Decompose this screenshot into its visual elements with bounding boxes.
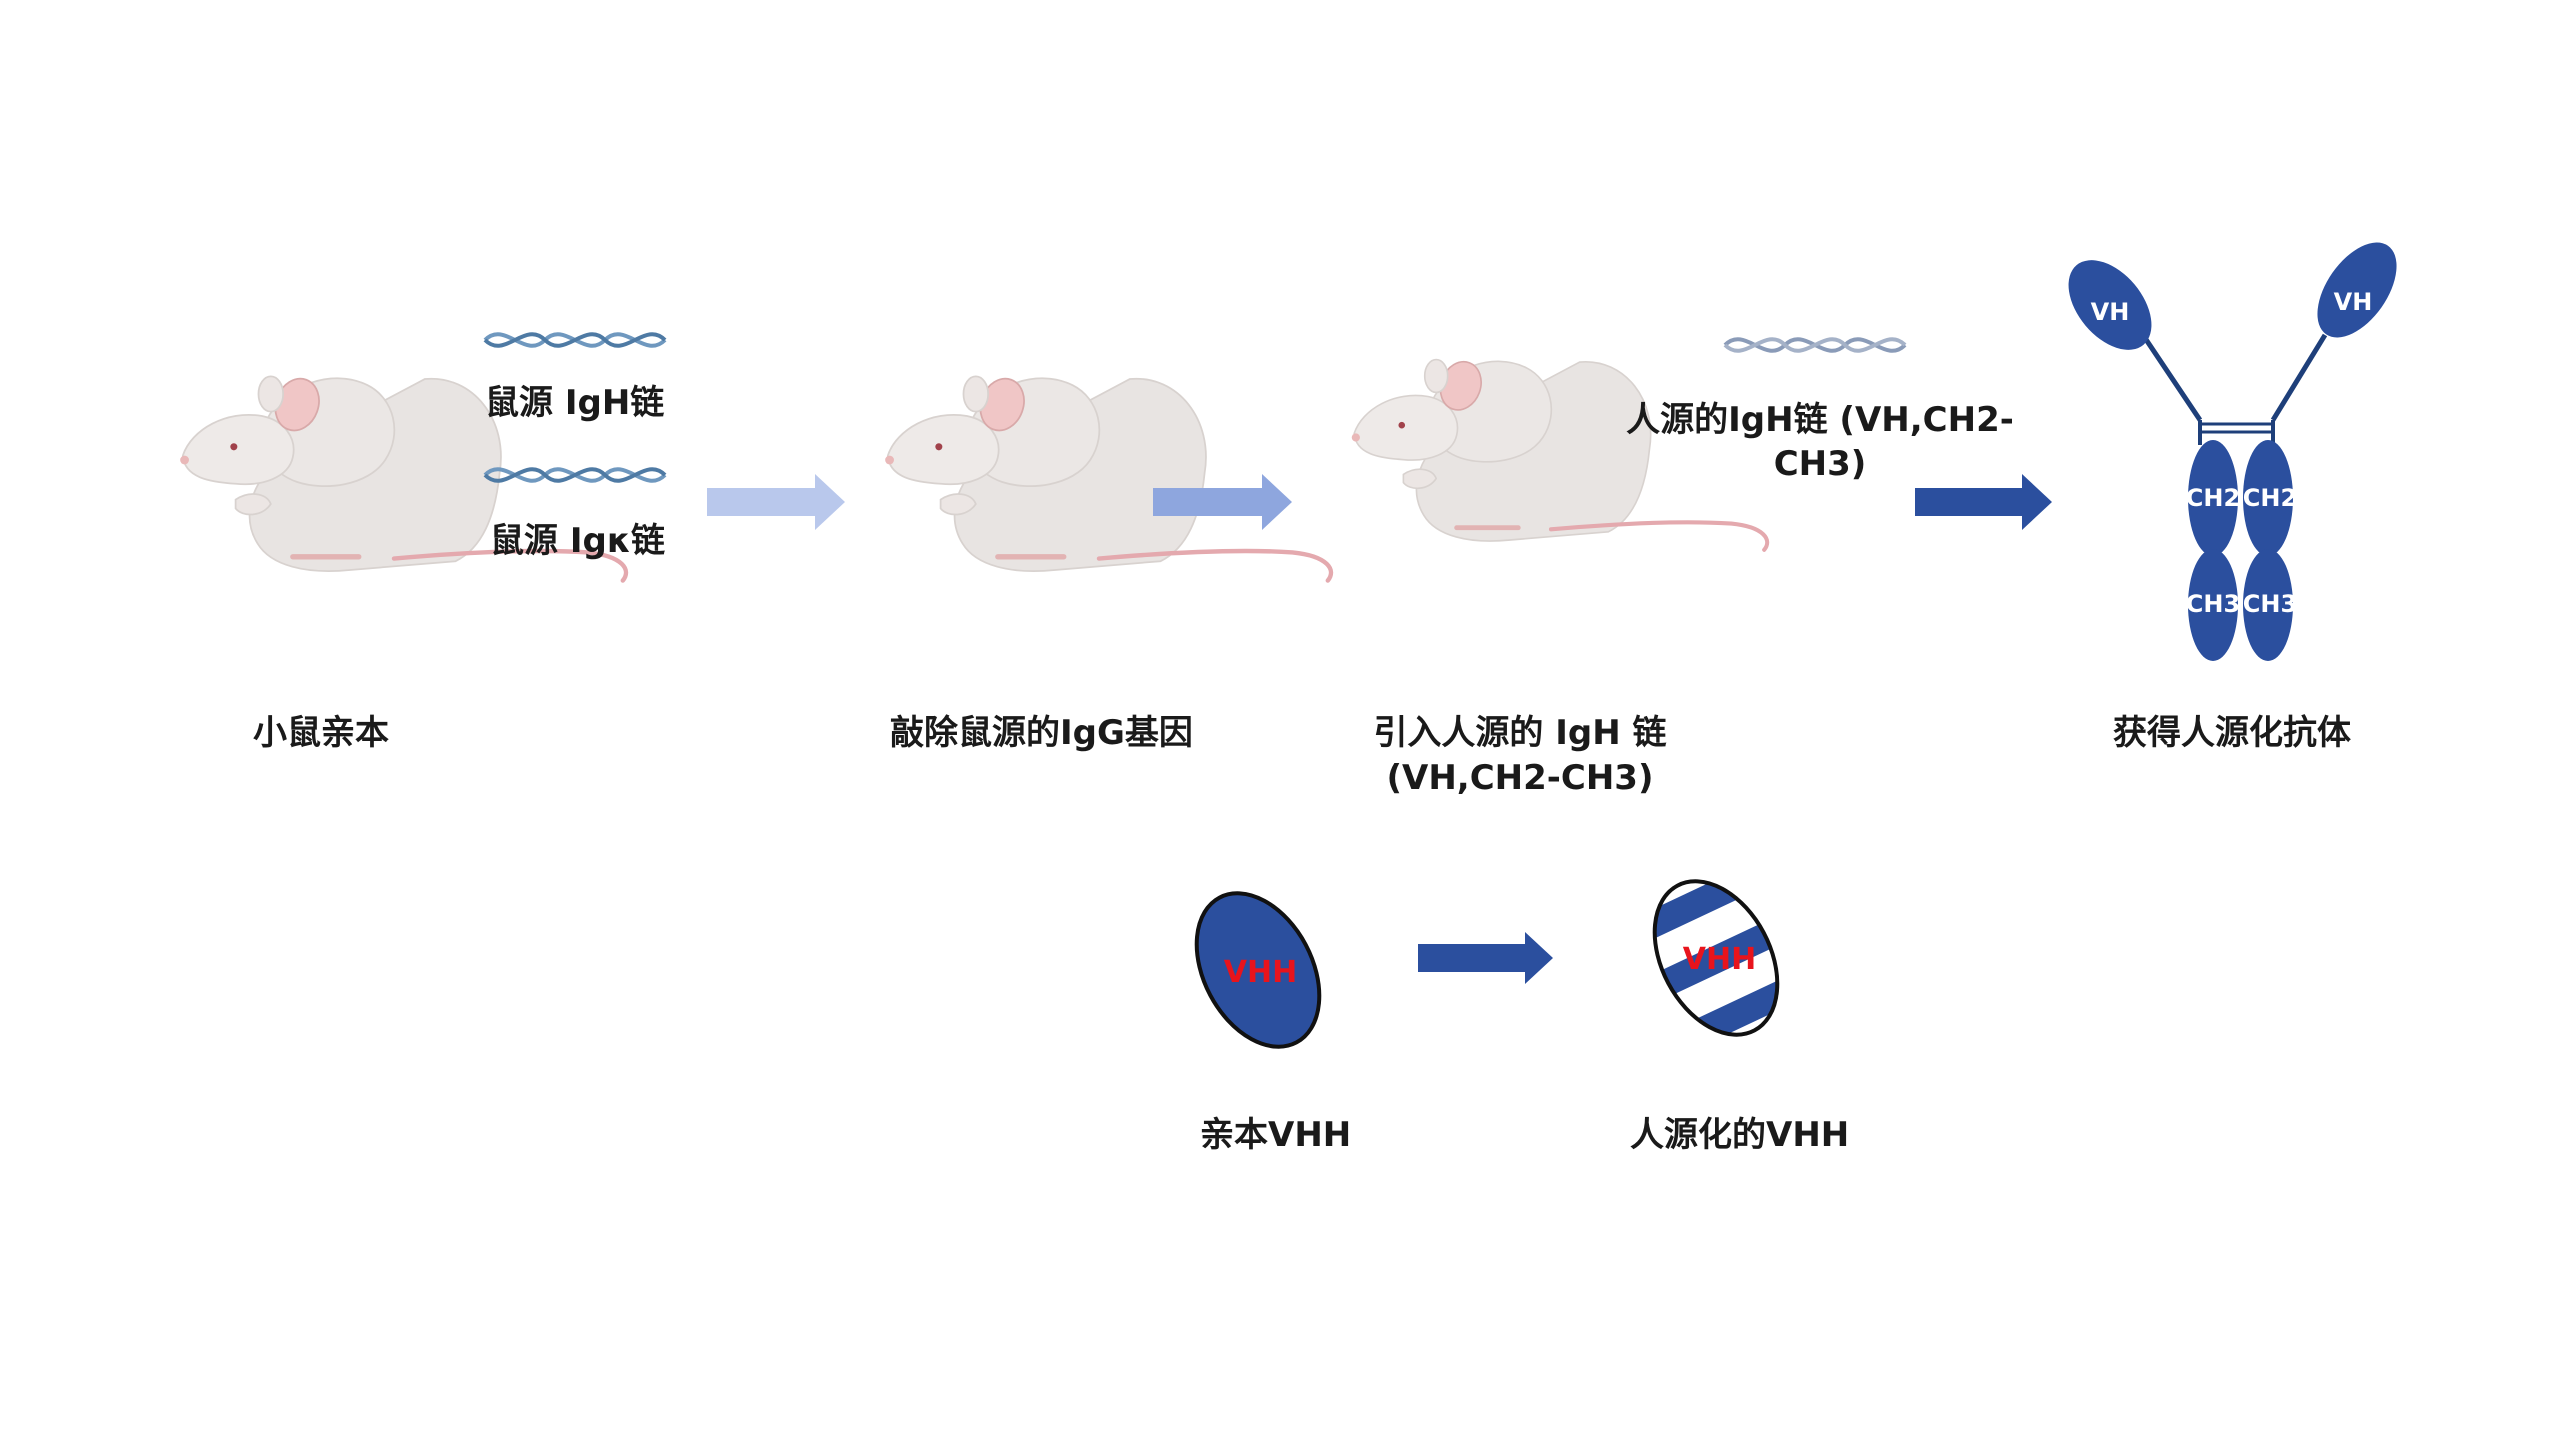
parent-vhh-domain bbox=[1194, 891, 1322, 1049]
caption-mouse-parent: 小鼠亲本 bbox=[253, 713, 389, 753]
vh-left-label: VH bbox=[2090, 298, 2130, 326]
vh-right-label: VH bbox=[2333, 288, 2373, 316]
igh-human-label-line2: CH3) bbox=[1773, 444, 1867, 484]
dna-igk-mouse-icon bbox=[483, 467, 667, 483]
ch3-right-label: CH3 bbox=[2242, 590, 2298, 618]
caption-introduce-line2: (VH,CH2-CH3) bbox=[1386, 758, 1654, 798]
ch2-left-label: CH2 bbox=[2185, 484, 2241, 512]
caption-knockout: 敲除鼠源的IgG基因 bbox=[890, 713, 1193, 753]
igh-mouse-label: 鼠源 IgH链 bbox=[485, 383, 665, 423]
arrow-dark-icon bbox=[1915, 474, 2052, 530]
vh-right-domain bbox=[2317, 242, 2397, 338]
humanized-vhh-label: VHH bbox=[1682, 942, 1757, 977]
igh-human-label-line1: 人源的IgH链 (VH,CH2- bbox=[1626, 400, 2014, 440]
ch3-left-label: CH3 bbox=[2185, 590, 2241, 618]
caption-result: 获得人源化抗体 bbox=[2113, 713, 2351, 753]
dna-igh-mouse-icon bbox=[483, 332, 667, 348]
ch3-left-domain bbox=[2188, 549, 2238, 661]
arrow-vhh-icon bbox=[1418, 932, 1553, 984]
caption-humanized-vhh: 人源化的VHH bbox=[1630, 1115, 1850, 1155]
ch2-left-domain bbox=[2188, 440, 2238, 556]
ch3-right-domain bbox=[2243, 549, 2293, 661]
arrow-mid-icon bbox=[1153, 474, 1292, 530]
caption-parent-vhh: 亲本VHH bbox=[1200, 1115, 1352, 1155]
igk-mouse-label: 鼠源 Igκ链 bbox=[490, 521, 665, 561]
ch2-right-label: CH2 bbox=[2242, 484, 2298, 512]
vh-left-domain bbox=[2068, 260, 2152, 350]
parent-vhh-label: VHH bbox=[1223, 955, 1298, 990]
caption-introduce-line1: 引入人源的 IgH 链 bbox=[1373, 713, 1667, 753]
arrow-light-icon bbox=[707, 474, 845, 530]
dna-igh-human-icon bbox=[1723, 337, 1907, 353]
antibody-diagram bbox=[2068, 242, 2397, 661]
ch2-right-domain bbox=[2243, 440, 2293, 556]
